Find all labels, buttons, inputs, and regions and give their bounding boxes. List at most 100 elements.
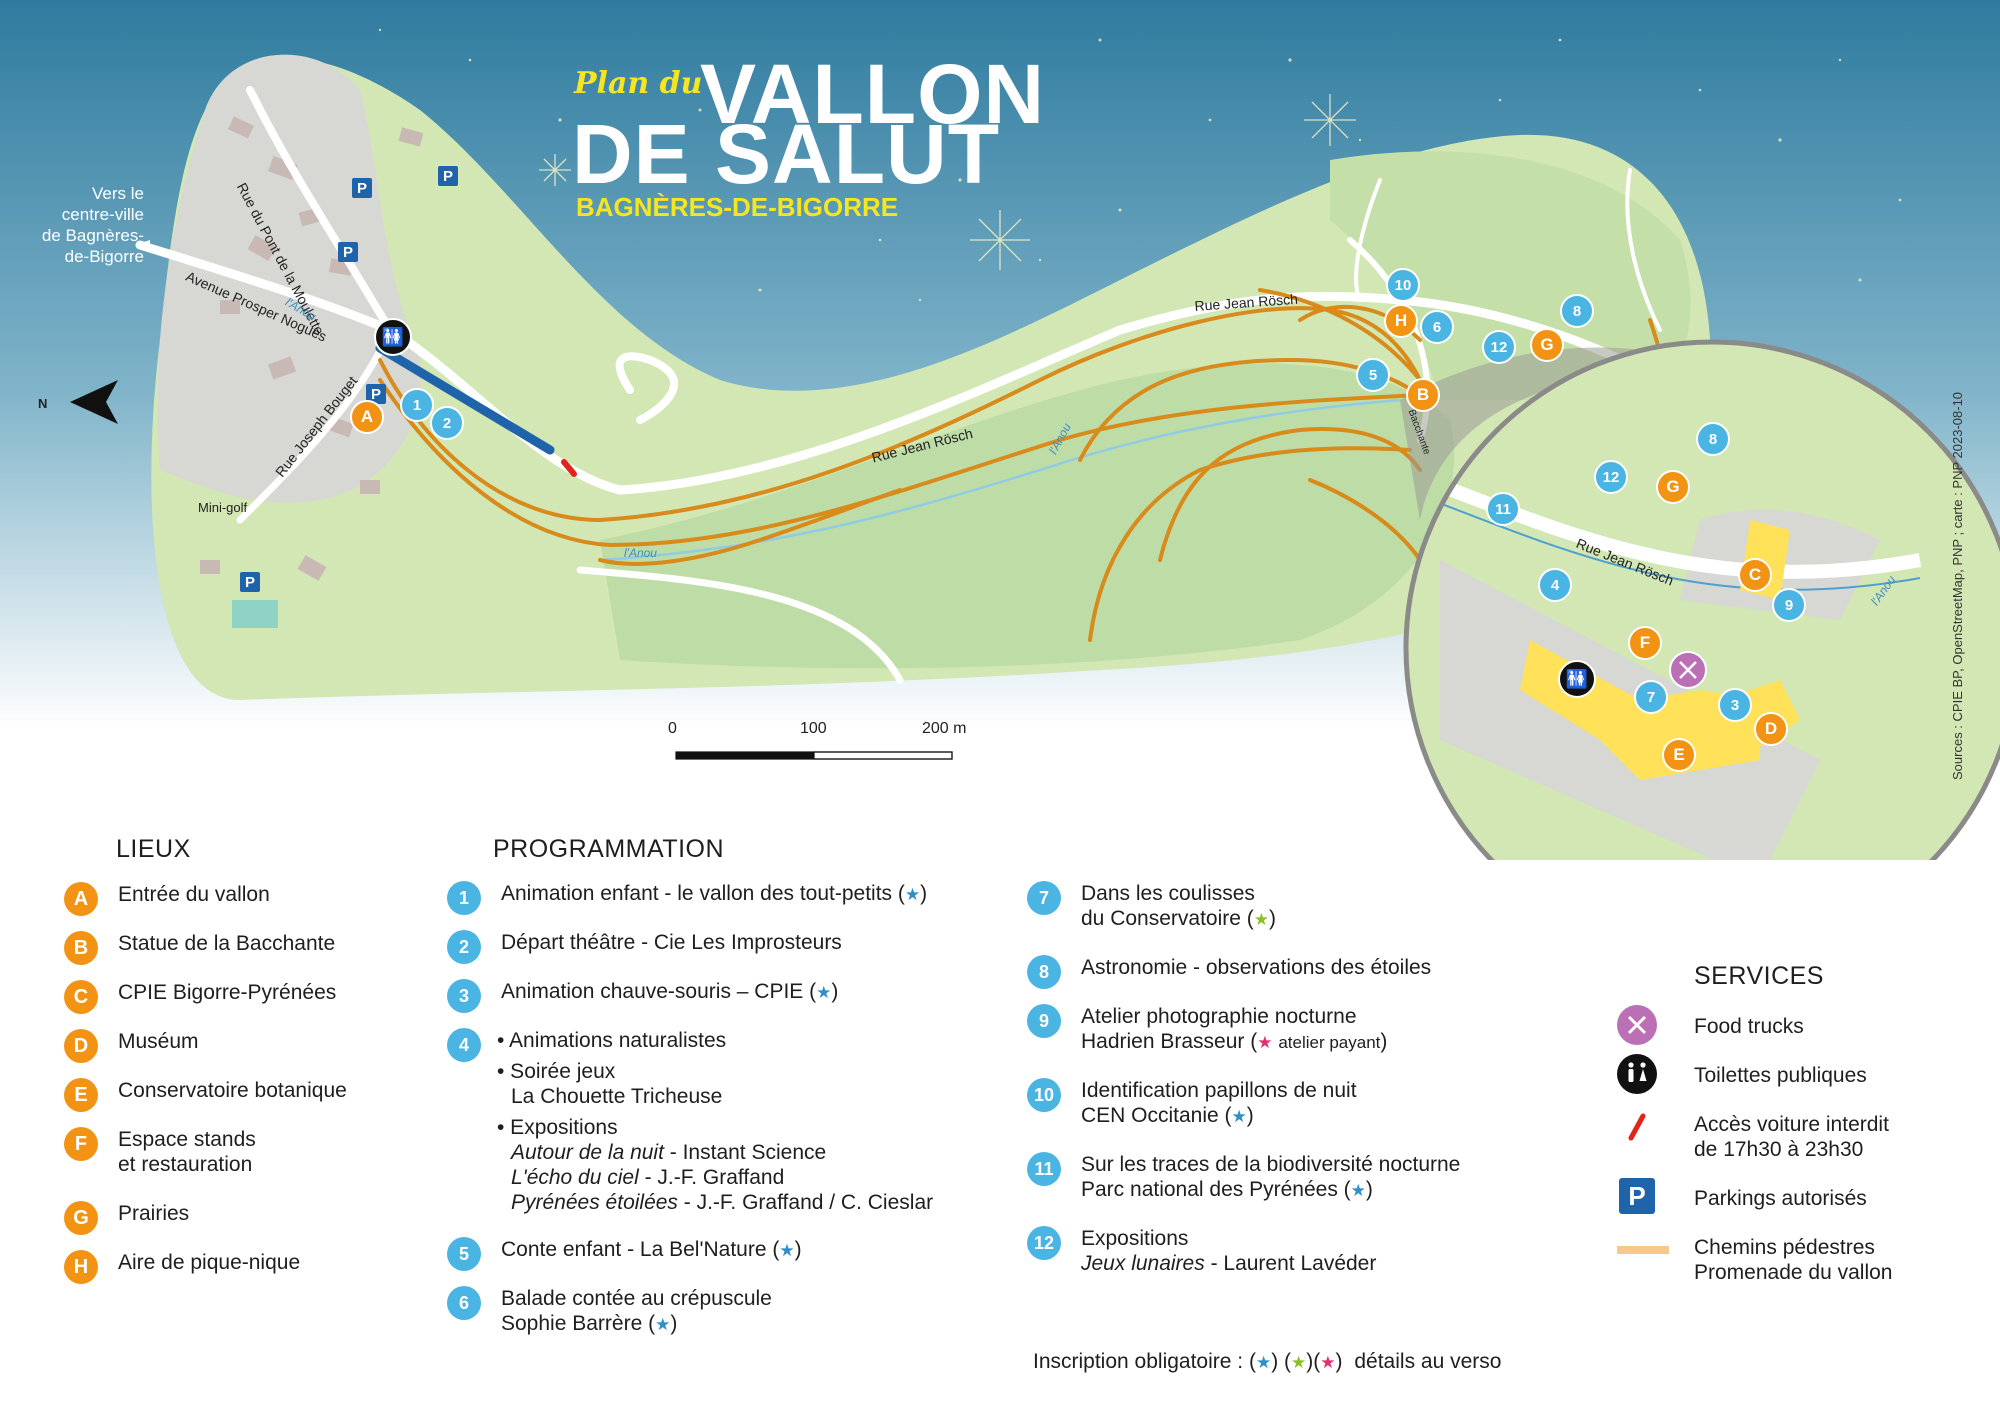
zoom-marker-d[interactable]: D	[1754, 712, 1788, 746]
exhibit-title: L'écho du ciel	[511, 1166, 639, 1189]
service-line: Promenade du vallon	[1694, 1261, 1893, 1284]
mini-golf-label: Mini-golf	[198, 500, 248, 515]
zoom-marker-3[interactable]: 3	[1718, 688, 1752, 722]
lieux-label: Prairies	[118, 1202, 190, 1225]
map-marker-h[interactable]: H	[1384, 304, 1418, 338]
direction-line: de-Bigorre	[64, 247, 144, 266]
service-label: Food trucks	[1694, 1014, 1804, 1039]
program-badge: 8	[1027, 955, 1061, 989]
parking-icon: P	[338, 242, 358, 262]
map-marker-1[interactable]: 1	[400, 388, 434, 422]
north-arrow	[70, 380, 118, 424]
program-label: Identification papillons de nuit	[1081, 1079, 1357, 1102]
service-line: Accès voiture interdit	[1694, 1113, 1889, 1136]
zoom-marker-g[interactable]: G	[1656, 470, 1690, 504]
parking-icon: P	[1619, 1178, 1655, 1214]
program-item: 5 Conte enfant - La Bel'Nature (★)	[447, 1237, 802, 1271]
map-marker-b[interactable]: B	[1406, 378, 1440, 412]
program-label: Sur les traces de la biodiversité noctur…	[1081, 1153, 1461, 1176]
program-item: 8 Astronomie - observations des étoiles	[1027, 955, 1431, 989]
star-blue-icon: ★	[1255, 1353, 1272, 1372]
food-truck-icon	[1617, 1005, 1657, 1045]
program-badge: 9	[1027, 1004, 1061, 1038]
pool	[232, 600, 278, 628]
program-label: Animation enfant - le vallon des tout-pe…	[501, 882, 893, 905]
zoom-marker-e[interactable]: E	[1662, 738, 1696, 772]
program-item: 6 Balade contée au crépuscule Sophie Bar…	[447, 1286, 772, 1337]
map-marker-a[interactable]: A	[350, 400, 384, 434]
title-subtitle: BAGNÈRES-DE-BIGORRE	[576, 192, 899, 222]
scale-label: 0	[668, 720, 677, 737]
toilet-map-icon: 🚻	[374, 318, 412, 356]
zoom-marker-c[interactable]: C	[1738, 558, 1772, 592]
lieux-label: Espace stands	[118, 1128, 256, 1151]
lieux-item: B Statue de la Bacchante	[64, 931, 335, 965]
zoom-marker-4[interactable]: 4	[1538, 568, 1572, 602]
exhibit-title: Jeux lunaires	[1081, 1252, 1205, 1275]
program-label: Sophie Barrère	[501, 1312, 643, 1335]
map-marker-10[interactable]: 10	[1386, 268, 1420, 302]
food-truck-map-icon	[1669, 651, 1707, 689]
program-badge: 7	[1027, 881, 1061, 915]
zoom-marker-11[interactable]: 11	[1486, 492, 1520, 526]
program-badge: 5	[447, 1237, 481, 1271]
map-marker-2[interactable]: 2	[430, 406, 464, 440]
no-car-mark	[561, 459, 577, 477]
program-item: 3 Animation chauve-souris – CPIE (★)	[447, 979, 838, 1013]
program-item: 9 Atelier photographie nocturne Hadrien …	[1027, 1004, 1387, 1055]
service-label: Parkings autorisés	[1694, 1186, 1867, 1211]
map-marker-6[interactable]: 6	[1420, 310, 1454, 344]
direction-line: Vers le	[92, 184, 144, 203]
exhibit-author: - Laurent Lavéder	[1204, 1252, 1377, 1275]
lieux-item: F Espace stands et restauration	[64, 1127, 256, 1177]
star-green-icon: ★	[1253, 910, 1269, 929]
title-line-2: DE SALUT	[572, 107, 1000, 201]
program-label: du Conservatoire	[1081, 907, 1241, 930]
inscription-note: Inscription obligatoire : (★) (★)(★) dét…	[1033, 1350, 1502, 1373]
service-line: Food trucks	[1694, 1015, 1804, 1038]
program-label: • Expositions	[497, 1116, 618, 1139]
service-label: Chemins pédestres Promenade du vallon	[1694, 1235, 1892, 1285]
map-marker-12[interactable]: 12	[1482, 330, 1516, 364]
star-blue-icon: ★	[779, 1241, 795, 1260]
map-marker-5[interactable]: 5	[1356, 358, 1390, 392]
zoom-marker-8[interactable]: 8	[1696, 422, 1730, 456]
lieux-item: E Conservatoire botanique	[64, 1078, 347, 1112]
programmation-title: PROGRAMMATION	[493, 835, 725, 863]
program-badge: 11	[1027, 1152, 1061, 1186]
title-prefix: Plan du	[574, 66, 703, 101]
lieux-item: D Muséum	[64, 1029, 199, 1063]
map-marker-g[interactable]: G	[1530, 328, 1564, 362]
program-note: atelier payant	[1278, 1033, 1381, 1052]
star-pink-icon: ★	[1320, 1353, 1336, 1372]
zoom-marker-9[interactable]: 9	[1772, 588, 1806, 622]
star-blue-icon: ★	[1350, 1181, 1366, 1200]
no-car-icon	[1628, 1113, 1646, 1141]
exhibit-author: - J.-F. Graffand / C. Cieslar	[677, 1191, 934, 1214]
toilet-icon	[1617, 1054, 1657, 1094]
zoom-marker-f[interactable]: F	[1628, 626, 1662, 660]
zoom-marker-12[interactable]: 12	[1594, 460, 1628, 494]
program-label: Atelier photographie nocturne	[1081, 1005, 1357, 1028]
service-label: Accès voiture interdit de 17h30 à 23h30	[1694, 1112, 1889, 1162]
program-item: 2 Départ théâtre - Cie Les Improsteurs	[447, 930, 842, 964]
place-badge: C	[64, 980, 98, 1014]
star-blue-icon: ★	[816, 983, 832, 1002]
place-badge: B	[64, 931, 98, 965]
service-label: Toilettes publiques	[1694, 1063, 1867, 1088]
lieux-title: LIEUX	[116, 835, 191, 863]
direction-label: Vers le centre-ville de Bagnères- de-Big…	[38, 183, 144, 267]
zoom-marker-7[interactable]: 7	[1634, 680, 1668, 714]
program-label: Départ théâtre - Cie Les Improsteurs	[501, 931, 842, 954]
program-item: 11 Sur les traces de la biodiversité noc…	[1027, 1152, 1460, 1203]
place-badge: E	[64, 1078, 98, 1112]
parking-icon: P	[366, 384, 386, 404]
lieux-item: C CPIE Bigorre-Pyrénées	[64, 980, 336, 1014]
map-marker-8[interactable]: 8	[1560, 294, 1594, 328]
place-badge: G	[64, 1201, 98, 1235]
direction-line: centre-ville	[61, 205, 144, 224]
lieux-label: Statue de la Bacchante	[118, 932, 336, 955]
exhibit-author: - Instant Science	[663, 1141, 827, 1164]
program-label: Animation chauve-souris – CPIE	[501, 980, 804, 1003]
lieux-label: et restauration	[118, 1153, 253, 1176]
